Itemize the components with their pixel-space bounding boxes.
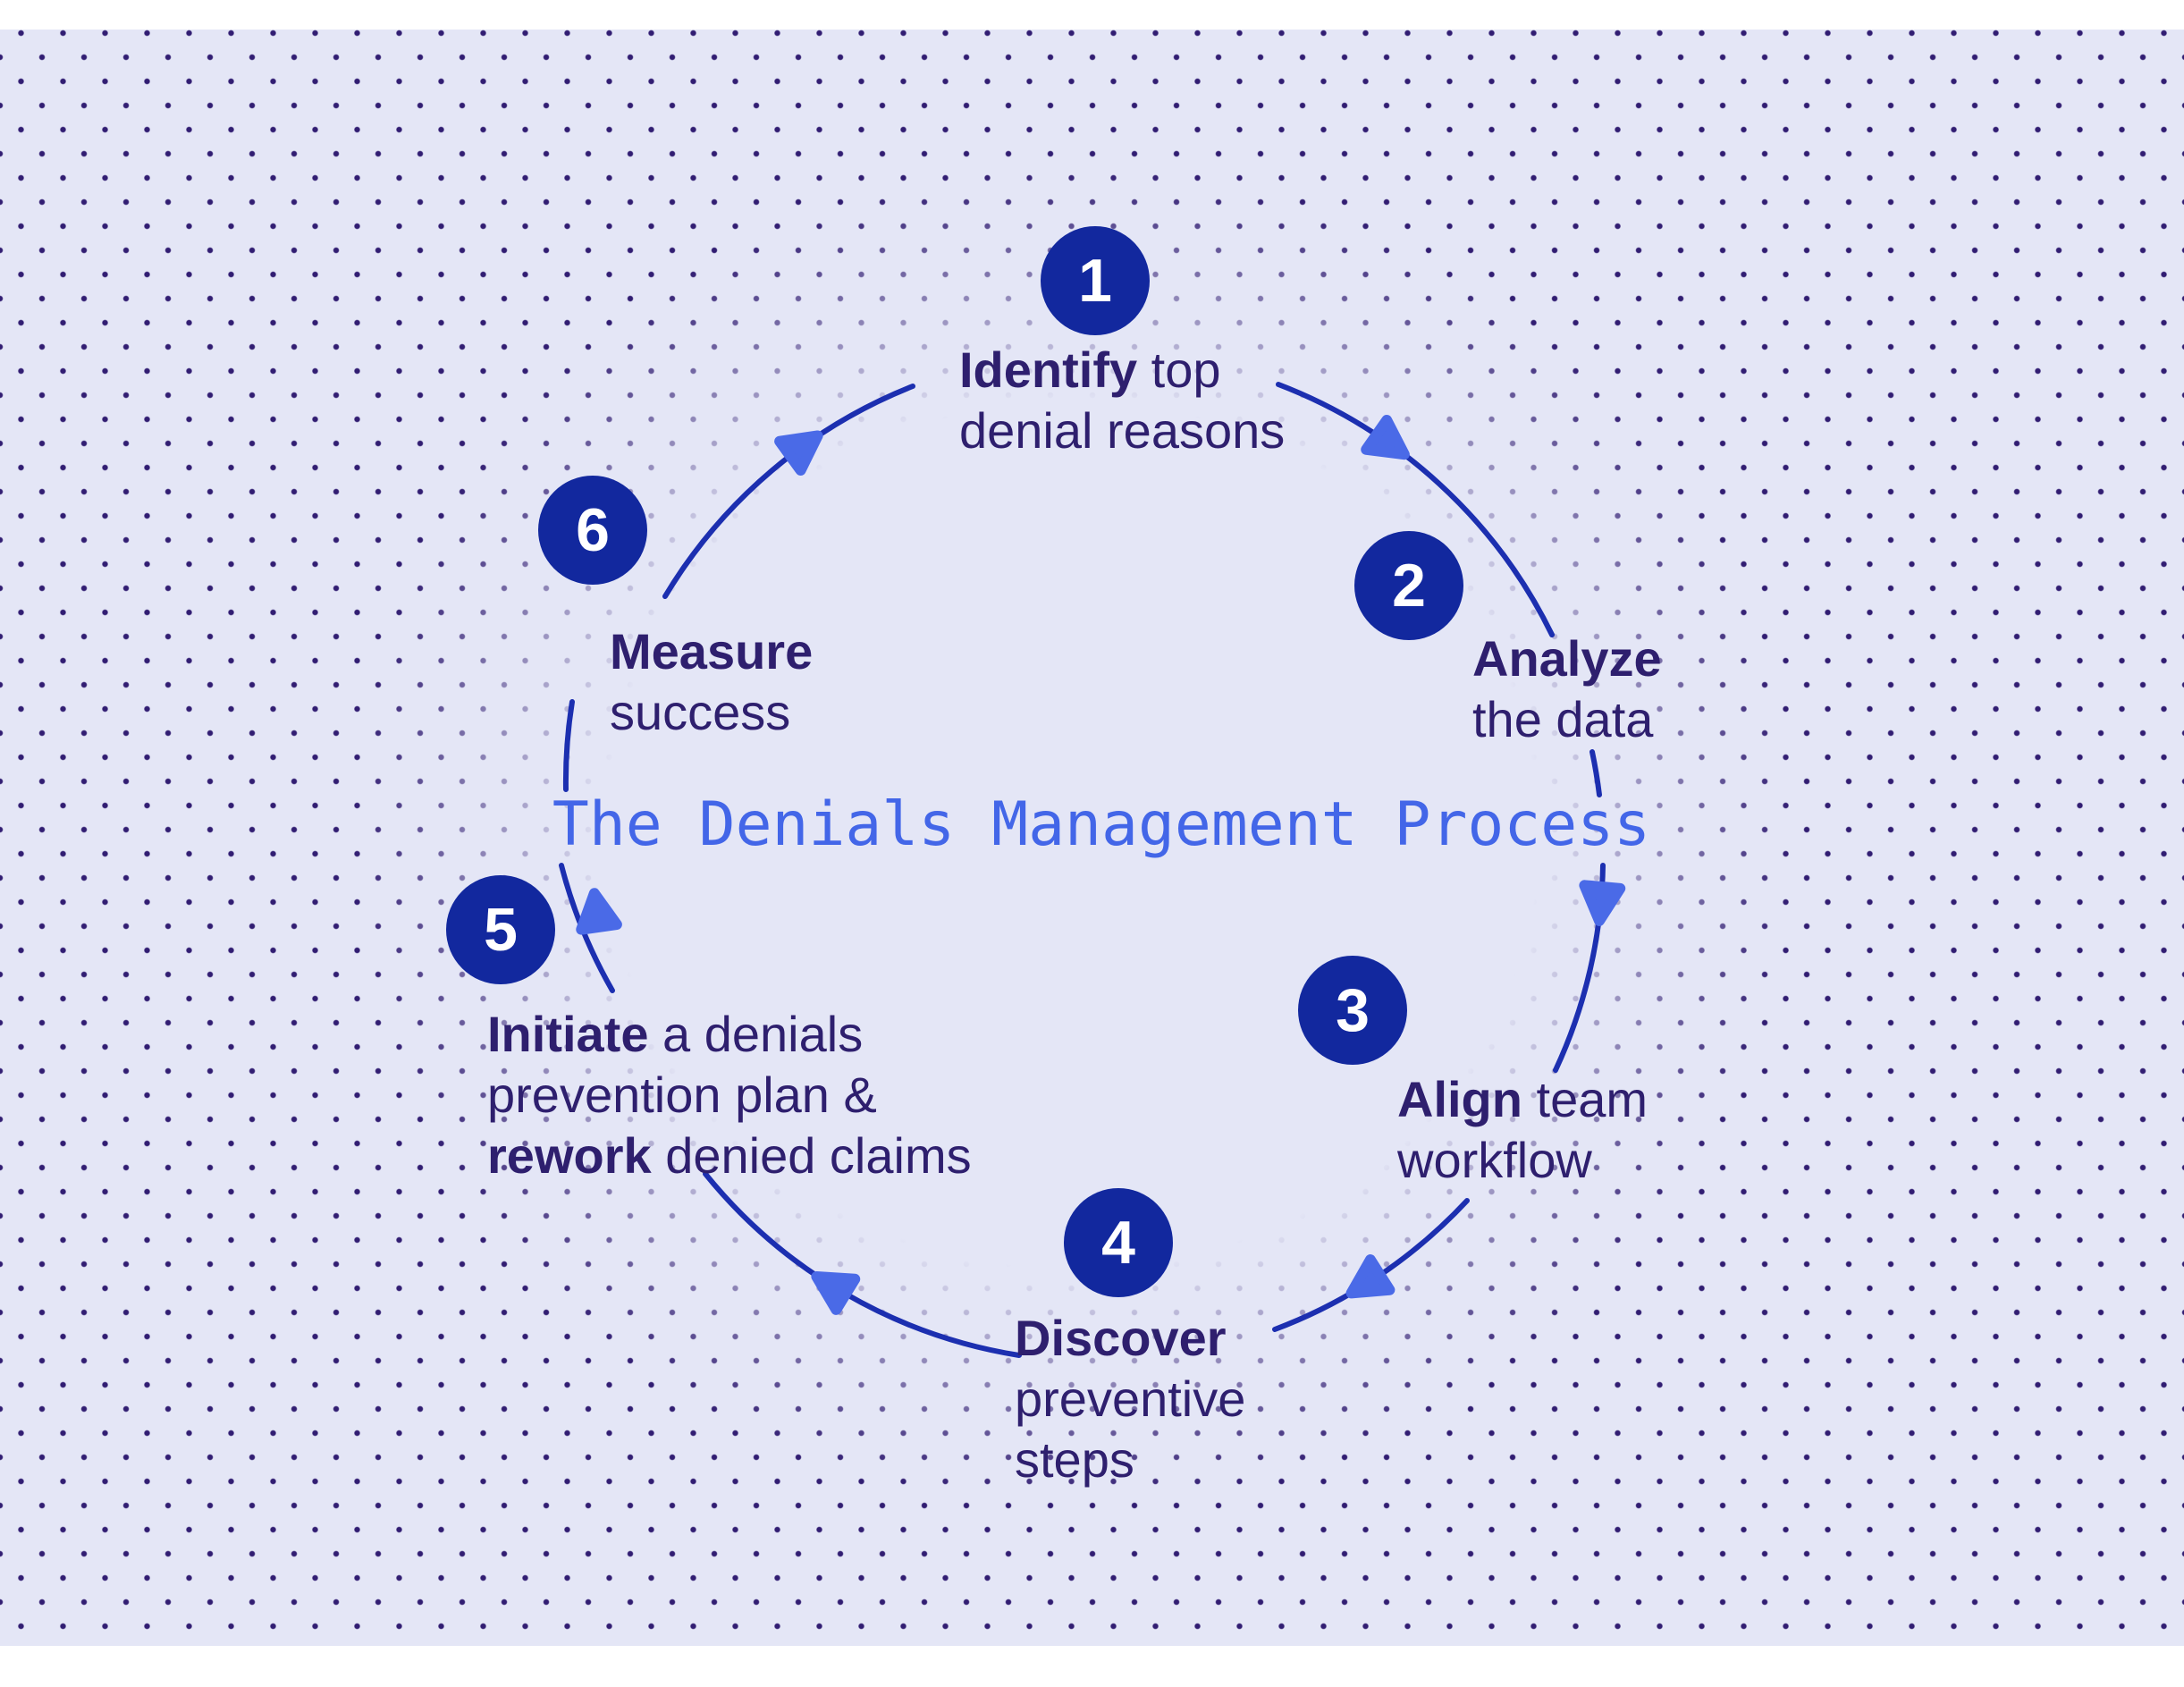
step-6-number: 6 — [576, 496, 610, 564]
step-2-number: 2 — [1392, 552, 1426, 620]
arrowhead-4-to-5-icon — [811, 1270, 861, 1315]
arrowhead-2-to-3-icon — [1579, 880, 1626, 926]
arc-4-to-5 — [703, 1171, 1022, 1358]
diagram-title: The Denials Management Process — [552, 789, 1651, 860]
step-2-badge: 2 — [1354, 531, 1463, 640]
step-6-badge: 6 — [538, 476, 647, 585]
step-5-badge: 5 — [446, 875, 555, 984]
step-3-number: 3 — [1336, 976, 1370, 1044]
arrowhead-6-to-1-icon — [774, 430, 823, 476]
arc-1-to-2 — [1276, 382, 1555, 637]
step-5-number: 5 — [484, 896, 518, 964]
arrowhead-5-to-6-icon — [576, 888, 622, 935]
arc-2-to-3-upper — [1590, 749, 1602, 797]
step-3-badge: 3 — [1298, 956, 1407, 1065]
step-1-number: 1 — [1078, 247, 1112, 315]
arc-5-to-6-upper — [562, 699, 575, 792]
step-4-badge: 4 — [1064, 1188, 1173, 1297]
arrowhead-3-to-4-icon — [1345, 1254, 1396, 1299]
step-1-badge: 1 — [1041, 226, 1150, 335]
arrowhead-1-to-2-icon — [1361, 415, 1410, 460]
step-4-number: 4 — [1101, 1209, 1135, 1277]
arc-6-to-1 — [662, 384, 915, 599]
